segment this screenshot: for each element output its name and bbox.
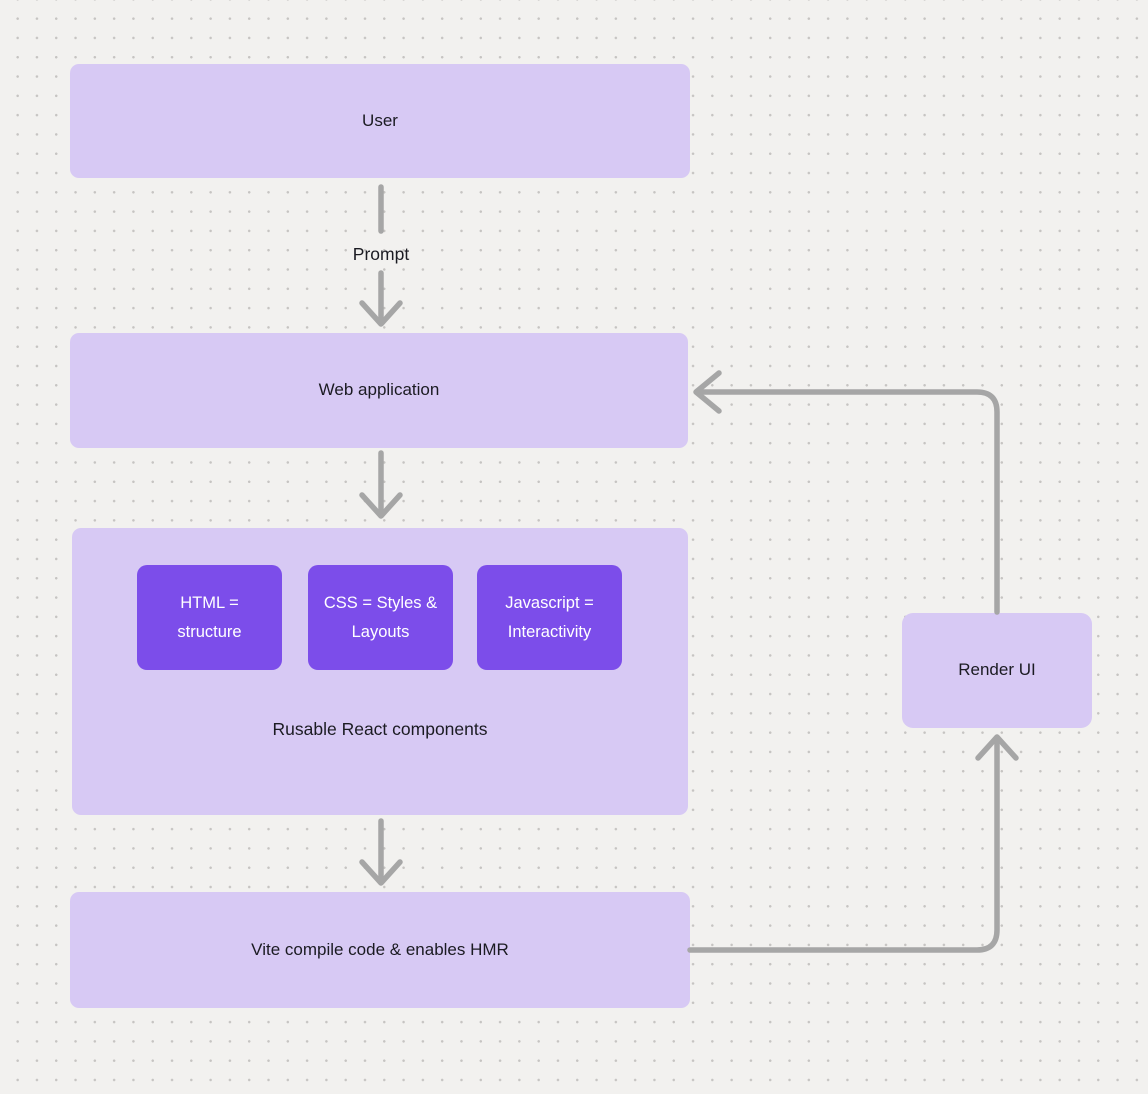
node-render-ui-label: Render UI (958, 660, 1036, 680)
edge-render-to-web-arrowhead-icon (693, 370, 722, 414)
components-group-caption: Rusable React components (272, 719, 488, 739)
edge-render-to-web[interactable] (693, 370, 1000, 615)
node-css[interactable]: CSS = Styles & Layouts (308, 565, 453, 670)
node-user[interactable]: User (70, 64, 690, 178)
node-web-application-label: Web application (318, 380, 440, 400)
edge-components-to-vite-arrowhead-icon (359, 859, 403, 886)
edge-web-to-components-arrowhead-icon (359, 492, 403, 519)
edge-vite-to-render-line (687, 739, 1000, 953)
edge-components-to-vite[interactable] (359, 818, 403, 886)
node-components-group[interactable]: HTML = structure CSS = Styles & Layouts … (72, 528, 688, 815)
node-html[interactable]: HTML = structure (137, 565, 282, 670)
node-javascript[interactable]: Javascript = Interactivity (477, 565, 622, 670)
node-render-ui[interactable]: Render UI (902, 613, 1092, 728)
edge-render-to-web-line (699, 389, 1000, 615)
node-css-label: CSS = Styles & Layouts (323, 594, 438, 641)
edge-vite-to-render-arrowhead-icon (975, 734, 1019, 761)
edge-web-to-components[interactable] (359, 450, 403, 519)
node-vite[interactable]: Vite compile code & enables HMR (70, 892, 690, 1008)
node-vite-label: Vite compile code & enables HMR (251, 939, 509, 959)
node-javascript-label: Javascript = Interactivity (505, 594, 594, 641)
node-web-application[interactable]: Web application (70, 333, 688, 448)
node-html-label: HTML = structure (177, 594, 242, 641)
edge-user-to-web-arrowhead-icon (359, 300, 403, 327)
edge-user-to-web-label: Prompt (352, 244, 410, 264)
node-user-label: User (362, 110, 398, 130)
edge-vite-to-render[interactable] (687, 734, 1019, 953)
